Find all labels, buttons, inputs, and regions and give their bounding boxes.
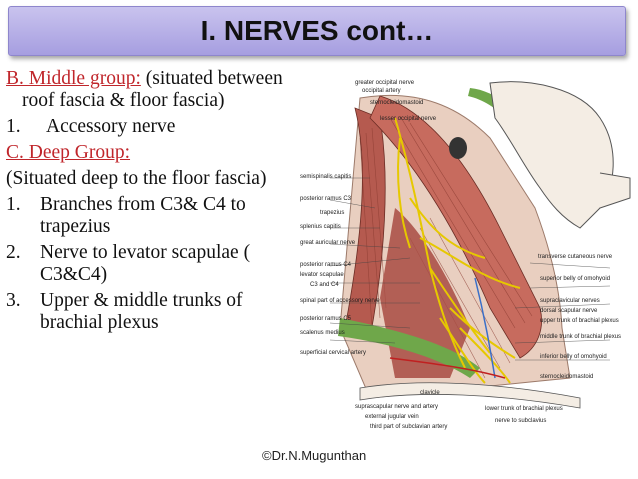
label-great-auricular-nerve: great auricular nerve: [300, 240, 356, 246]
label-inferior-belly-omohyoid: inferior belly of omohyoid: [540, 354, 607, 360]
label-third-part-subclavian-artery: third part of subclavian artery: [370, 424, 448, 430]
anatomy-illustration: [329, 81, 631, 409]
author-credit: ©Dr.N.Mugunthan: [262, 448, 367, 463]
label-greater-occipital-nerve: greater occipital nerve: [355, 80, 415, 86]
list-text: Nerve to levator scapulae ( C3&C4): [40, 242, 251, 285]
list-text: Branches from C3& C4 to trapezius: [40, 194, 246, 237]
label-posterior-ramus-c5: posterior ramus C5: [300, 316, 352, 322]
list-text: Upper & middle trunks of brachial plexus: [40, 290, 243, 333]
label-sternocleidomastoid-bottom: sternocleidomastoid: [540, 374, 594, 380]
label-upper-trunk-brachial-plexus: upper trunk of brachial plexus: [540, 318, 619, 324]
list-number: 1.: [6, 194, 21, 215]
list-number: 2.: [6, 242, 21, 263]
label-suprascapular-nerve-artery: suprascapular nerve and artery: [355, 404, 439, 410]
label-spinal-accessory-nerve: spinal part of accessory nerve: [300, 298, 380, 304]
middle-group-label: B. Middle group:: [6, 68, 141, 89]
middle-group-description: (situated between roof fascia & floor fa…: [22, 68, 283, 111]
label-sternocleidomastoid-top: sternocleidomastoid: [370, 100, 424, 106]
label-posterior-ramus-c4: posterior ramus C4: [300, 262, 352, 268]
list-number: 1.: [6, 116, 21, 137]
label-scalenus-medius: scalenus medius: [300, 330, 345, 336]
label-middle-trunk-brachial-plexus: middle trunk of brachial plexus: [540, 334, 622, 340]
label-trapezius: trapezius: [320, 210, 345, 216]
label-transverse-cutaneous-nerve: transverse cutaneous nerve: [538, 254, 613, 260]
slide-title: I. NERVES cont…: [200, 15, 434, 46]
label-superficial-cervical-artery: superficial cervical artery: [300, 350, 367, 356]
label-posterior-ramus-c3: posterior ramus C3: [300, 196, 352, 202]
label-lower-trunk-brachial-plexus: lower trunk of brachial plexus: [485, 406, 563, 412]
label-levator-scapulae: levator scapulae: [300, 272, 344, 278]
label-occipital-artery: occipital artery: [362, 88, 401, 94]
list-number: 3.: [6, 290, 21, 311]
label-nerve-to-subclavius: nerve to subclavius: [495, 418, 547, 424]
label-semispinalis-capitis: semispinalis capitis: [300, 174, 352, 180]
label-supraclavicular-nerves: supraclavicular nerves: [540, 298, 600, 304]
label-lesser-occipital-nerve: lesser occipital nerve: [380, 116, 437, 122]
deep-group-description: (Situated deep to the floor fascia): [6, 168, 267, 189]
middle-group-paragraph: B. Middle group: (situated between roof …: [6, 68, 294, 112]
list-item: 2. Nerve to levator scapulae ( C3&C4): [6, 242, 294, 286]
label-splenius-capitis: splenius capitis: [300, 224, 341, 230]
slide-body: B. Middle group: (situated between roof …: [6, 68, 294, 334]
deep-group-label: C. Deep Group:: [6, 142, 131, 163]
label-dorsal-scapular-nerve: dorsal scapular nerve: [540, 308, 598, 314]
accessory-nerve-item: 1. Accessory nerve: [6, 116, 294, 138]
label-clavicle: clavicle: [420, 390, 440, 396]
list-item: 1. Branches from C3& C4 to trapezius: [6, 194, 294, 238]
neck-anatomy-figure: greater occipital nerve occipital artery…: [300, 78, 635, 440]
label-external-jugular-vein: external jugular vein: [365, 414, 419, 420]
title-bar: I. NERVES cont…: [8, 6, 626, 56]
label-c3-and-c4: C3 and C4: [310, 282, 339, 288]
list-item: 3. Upper & middle trunks of brachial ple…: [6, 290, 294, 334]
label-superior-belly-omohyoid: superior belly of omohyoid: [540, 276, 611, 282]
list-text: Accessory nerve: [46, 116, 176, 137]
